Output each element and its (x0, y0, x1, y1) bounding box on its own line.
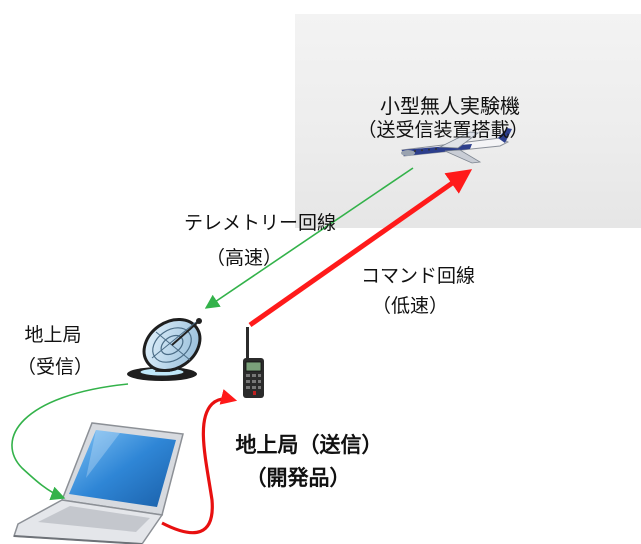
telemetry-cable-dish-to-laptop (11, 383, 129, 501)
satellite-dish-icon (127, 317, 202, 381)
command-link-label: コマンド回線 (360, 265, 475, 287)
ground-station-tx-note: （開発品） (245, 466, 351, 490)
command-cable-laptop-to-radio (161, 389, 238, 535)
handheld-radio-icon (243, 327, 264, 398)
aircraft-subtitle: （送受信装置搭載） (357, 119, 529, 141)
telemetry-link-label: テレメトリー回線 (183, 212, 336, 234)
command-link-speed: （低速） (371, 295, 448, 317)
ground-station-tx-label: 地上局（送信） (235, 433, 383, 457)
telemetry-link-arrow (204, 167, 414, 309)
laptop-icon (12, 422, 184, 544)
airplane-icon (401, 128, 512, 164)
telemetry-link-speed: （高速） (205, 247, 282, 269)
aircraft-title: 小型無人実験機 (380, 94, 520, 118)
command-link-arrow (248, 169, 473, 328)
ground-station-rx-role: （受信） (16, 356, 93, 378)
ground-station-rx-label: 地上局 (24, 324, 82, 346)
